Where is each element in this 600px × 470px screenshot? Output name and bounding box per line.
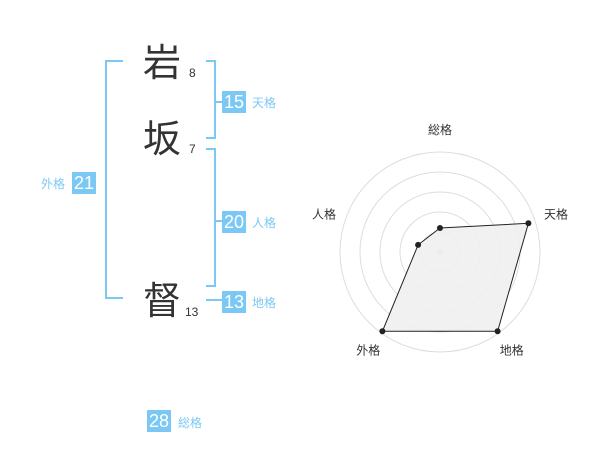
radar-ring-4 (359, 171, 521, 333)
chikaku-connector (206, 299, 222, 301)
radar-point-4 (379, 328, 386, 335)
name-char-1: 岩 (142, 41, 182, 85)
name-char-3: 督 (142, 279, 182, 323)
jinkaku-connector (216, 220, 222, 222)
jinkaku-value-badge: 20 (222, 211, 246, 233)
radar-ring-1 (419, 231, 461, 273)
radar-series-polygon (381, 222, 530, 332)
jinkaku-bracket-vertical (214, 148, 216, 287)
radar-point-2 (525, 220, 532, 227)
radar-ring-5 (339, 151, 541, 353)
stroke-count-3: 13 (185, 305, 199, 319)
gaikaku-bracket-bottom (105, 297, 123, 299)
chikaku-value-badge: 13 (222, 291, 246, 313)
jinkaku-bracket-top (206, 148, 216, 150)
name-char-2: 坂 (142, 117, 182, 161)
stroke-count-1: 8 (189, 66, 196, 80)
radar-axis-label-5: 人格 (312, 206, 336, 221)
radar-center (437, 249, 443, 255)
radar-axis-label-3: 地格 (500, 343, 524, 358)
radar-ring-3 (379, 191, 501, 313)
jinkaku-label: 人格 (252, 216, 277, 230)
gaikaku-label: 外格 (41, 177, 66, 191)
radar-point-5 (415, 241, 422, 248)
radar-point-3 (494, 328, 501, 335)
tenkaku-bracket-vertical (214, 60, 216, 139)
gaikaku-bracket-vertical (105, 60, 107, 299)
radar-axis-label-4: 外格 (356, 343, 380, 358)
tenkaku-value-badge: 15 (222, 91, 246, 113)
radar-axis-label-1: 総格 (428, 122, 452, 137)
radar-ring-2 (399, 211, 481, 293)
tenkaku-bracket-top (206, 60, 216, 62)
tenkaku-bracket-bottom (206, 137, 216, 139)
tenkaku-label: 天格 (252, 96, 277, 110)
radar-axis-label-2: 天格 (544, 206, 568, 221)
tenkaku-connector (216, 101, 222, 103)
chikaku-label: 地格 (252, 296, 277, 310)
gaikaku-value-badge: 21 (72, 172, 96, 194)
gaikaku-bracket-top (105, 60, 123, 62)
soukaku-label: 総格 (178, 416, 203, 430)
radar-point-1 (437, 225, 443, 231)
soukaku-value-badge: 28 (147, 410, 171, 432)
stroke-count-2: 7 (189, 142, 196, 156)
jinkaku-bracket-bottom (206, 285, 216, 287)
